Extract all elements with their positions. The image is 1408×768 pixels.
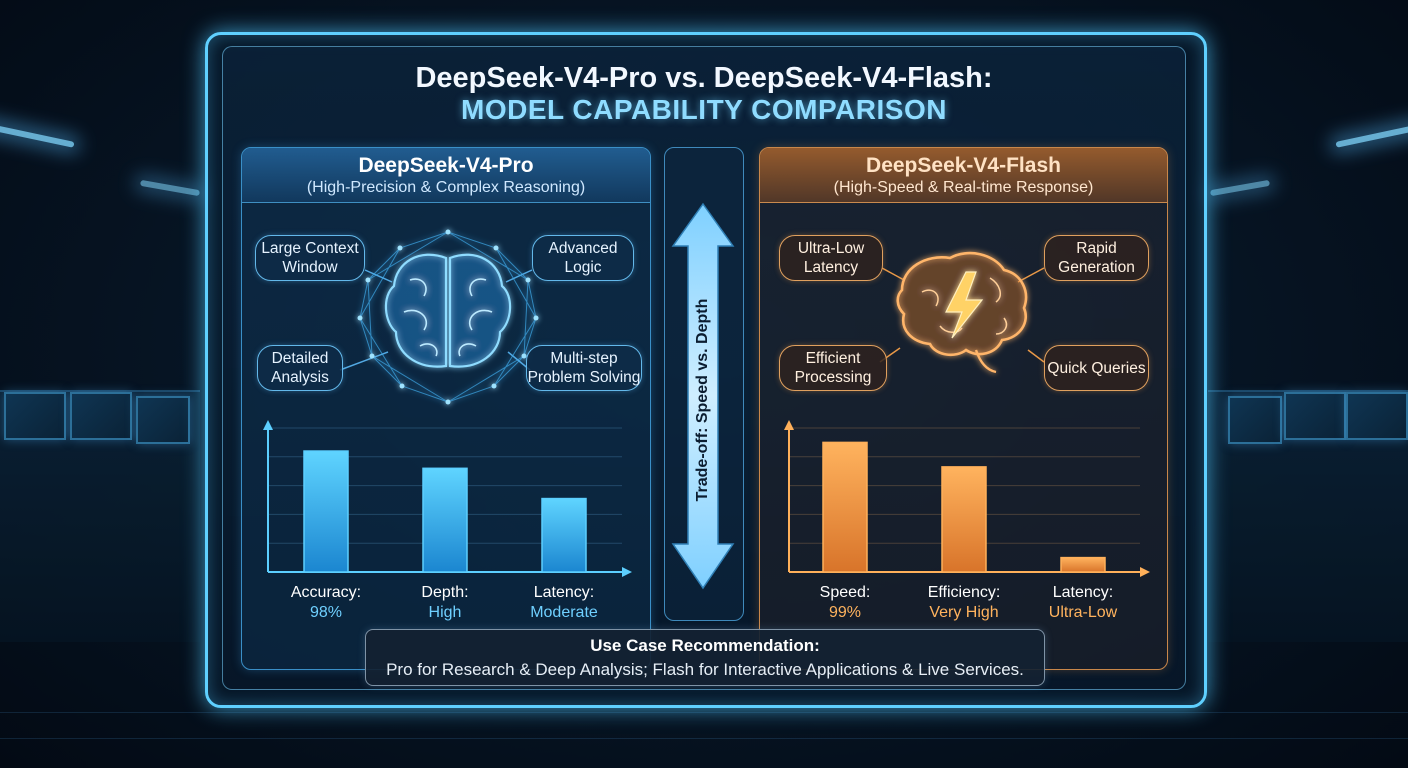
flash-bar [1060, 556, 1106, 573]
stat-value: Ultra-Low [1048, 604, 1118, 621]
pro-feature-advanced-logic: Advanced Logic [532, 235, 634, 281]
x-axis-arrow [1140, 567, 1150, 577]
flash-panel-header: DeepSeek-V4-Flash (High-Speed & Real-tim… [760, 148, 1167, 203]
pro-panel-header: DeepSeek-V4-Pro (High-Precision & Comple… [242, 148, 650, 203]
brain-network-icon [357, 229, 539, 405]
pro-stat-depth: Depth: High [395, 583, 495, 623]
pro-panel: DeepSeek-V4-Pro (High-Precision & Comple… [241, 147, 651, 670]
pro-bar [303, 450, 349, 573]
stat-value: 98% [309, 604, 343, 621]
use-case-title: Use Case Recommendation: [590, 636, 820, 655]
monitor-screen [1228, 396, 1282, 444]
stat-value: High [428, 604, 462, 621]
x-axis-arrow [622, 567, 632, 577]
flash-model-subtitle: (High-Speed & Real-time Response) [833, 179, 1094, 196]
stat-label: Accuracy: [290, 584, 362, 601]
y-axis-arrow [263, 420, 273, 430]
monitor-screen [136, 396, 190, 444]
brain-lightning-icon [896, 251, 1028, 374]
pill-label: Rapid Generation [1058, 240, 1135, 276]
pill-label: Multi-step Problem Solving [527, 350, 641, 386]
pro-feature-large-context: Large Context Window [255, 235, 365, 281]
flash-feature-quick-queries: Quick Queries [1044, 345, 1149, 391]
pill-label: Detailed Analysis [271, 350, 329, 386]
flash-feature-efficient-processing: Efficient Processing [779, 345, 887, 391]
pro-stat-latency: Latency: Moderate [514, 583, 614, 623]
pill-label: Large Context Window [261, 240, 359, 276]
flash-panel: DeepSeek-V4-Flash (High-Speed & Real-tim… [759, 147, 1168, 670]
stat-label: Latency: [1052, 584, 1114, 601]
stat-value: 99% [828, 604, 862, 621]
pro-feature-detailed-analysis: Detailed Analysis [257, 345, 343, 391]
stat-label: Depth: [421, 584, 469, 601]
pro-model-subtitle: (High-Precision & Complex Reasoning) [306, 179, 586, 196]
stat-label: Latency: [533, 584, 595, 601]
stat-label: Speed: [819, 584, 871, 601]
pill-label: Efficient Processing [794, 350, 872, 386]
pill-label: Ultra-Low Latency [797, 240, 865, 276]
flash-model-name: DeepSeek-V4-Flash [866, 154, 1061, 177]
stat-value: Very High [929, 604, 999, 621]
pro-feature-multistep: Multi-step Problem Solving [526, 345, 642, 391]
monitor-screen [70, 392, 132, 440]
monitor-screen [4, 392, 66, 440]
flash-bar [941, 466, 987, 573]
pro-bar [541, 497, 587, 573]
use-case-text: Pro for Research & Deep Analysis; Flash … [386, 660, 1024, 679]
pro-stat-accuracy: Accuracy: 98% [276, 583, 376, 623]
page-title: DeepSeek-V4-Pro vs. DeepSeek-V4-Flash: [415, 62, 993, 94]
pro-bar [422, 467, 468, 573]
flash-stat-efficiency: Efficiency: Very High [909, 583, 1019, 623]
monitor-screen [1284, 392, 1346, 440]
flash-feature-rapid-generation: Rapid Generation [1044, 235, 1149, 281]
y-axis-arrow [784, 420, 794, 430]
floor-grid-line [0, 738, 1408, 739]
stat-value: Moderate [530, 604, 598, 621]
use-case-recommendation: Use Case Recommendation: Pro for Researc… [365, 629, 1045, 686]
page-subtitle: MODEL CAPABILITY COMPARISON [461, 94, 947, 125]
flash-bar [822, 441, 868, 573]
pill-label: Advanced Logic [548, 240, 618, 276]
pill-label: Quick Queries [1047, 359, 1146, 377]
monitor-screen [1346, 392, 1408, 440]
flash-feature-ultra-low-latency: Ultra-Low Latency [779, 235, 883, 281]
flash-stat-latency: Latency: Ultra-Low [1033, 583, 1133, 623]
stat-label: Efficiency: [927, 584, 1001, 601]
flash-stat-speed: Speed: 99% [795, 583, 895, 623]
pro-model-name: DeepSeek-V4-Pro [358, 154, 534, 177]
floor-grid-line [0, 712, 1408, 713]
tradeoff-label: Trade-off: Speed vs. Depth [694, 298, 711, 502]
